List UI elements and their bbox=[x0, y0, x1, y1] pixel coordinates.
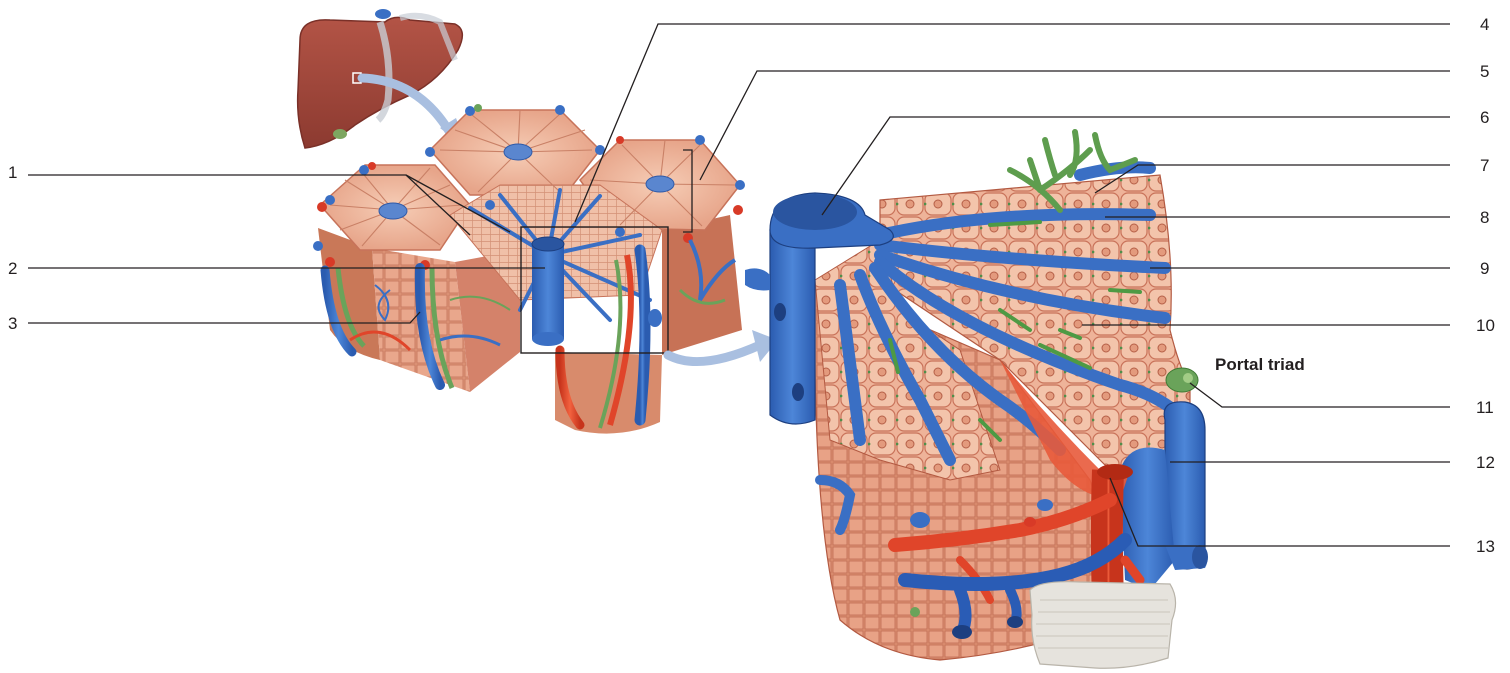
label-11: 11 bbox=[1476, 398, 1494, 417]
label-7: 7 bbox=[1480, 156, 1489, 175]
label-10: 10 bbox=[1476, 316, 1495, 335]
lobule-cluster bbox=[313, 104, 745, 434]
label-12: 12 bbox=[1476, 453, 1495, 472]
label-8: 8 bbox=[1480, 208, 1489, 227]
label-6: 6 bbox=[1480, 108, 1489, 127]
enlarged-lobule-section bbox=[745, 132, 1208, 668]
label-5: 5 bbox=[1480, 62, 1489, 81]
label-9: 9 bbox=[1480, 259, 1489, 278]
leader-line-11 bbox=[1190, 383, 1450, 407]
portal-triad-title: Portal triad bbox=[1215, 355, 1305, 374]
leader-lines bbox=[28, 24, 1450, 546]
label-13: 13 bbox=[1476, 537, 1495, 556]
label-3: 3 bbox=[8, 314, 17, 333]
label-1: 1 bbox=[8, 163, 17, 182]
label-4: 4 bbox=[1480, 15, 1489, 34]
label-2: 2 bbox=[8, 259, 17, 278]
